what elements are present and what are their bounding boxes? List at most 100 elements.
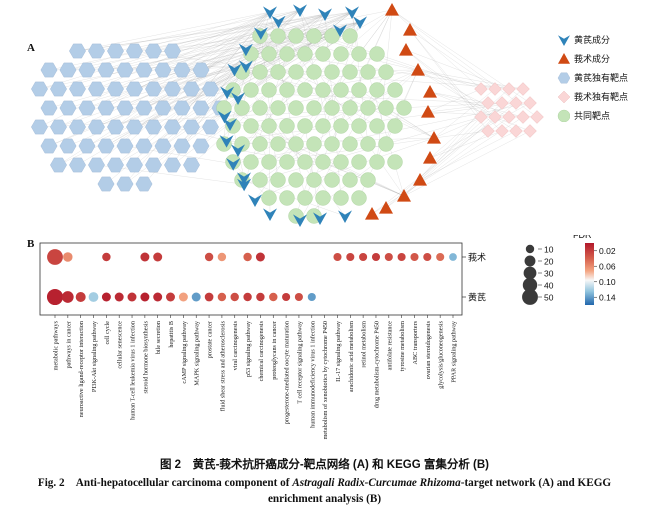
target-node-huangqi (40, 100, 58, 116)
component-node-ezhu (427, 131, 441, 144)
target-node-shared (243, 154, 259, 170)
x-tick-label: glycolysis/gluconeogenesis (438, 320, 445, 388)
network-edge (405, 49, 510, 90)
target-node-shared (306, 172, 322, 188)
target-node-huangqi (97, 62, 115, 78)
component-node-huangqi (238, 43, 253, 57)
data-point (371, 252, 381, 262)
target-node-shared (360, 136, 376, 152)
data-point (153, 292, 163, 302)
target-node-shared (387, 82, 403, 98)
network-edge (172, 126, 227, 141)
legend-label: 共同靶点 (574, 111, 611, 121)
network-edge (429, 102, 531, 159)
target-node-shared (270, 136, 286, 152)
data-point (384, 252, 393, 262)
target-node-shared (360, 172, 376, 188)
data-point (63, 252, 73, 262)
target-node-shared (279, 190, 295, 206)
data-point (61, 291, 74, 303)
network-edge (77, 11, 271, 52)
color-bar (585, 243, 594, 305)
target-node-shared (288, 64, 304, 80)
network-edge (277, 9, 393, 109)
target-node-shared (342, 28, 358, 44)
target-node-shared (306, 100, 322, 116)
target-node-huangqi (183, 157, 200, 173)
target-node-shared (306, 136, 322, 152)
target-node-huangqi (107, 157, 124, 173)
x-tick-label: drug metabolism-cytochrome P450 (374, 321, 381, 408)
target-node-shared (324, 136, 340, 152)
data-point (269, 292, 278, 302)
data-point (166, 292, 175, 302)
target-node-ezhu (502, 82, 516, 96)
network-edge (191, 29, 341, 166)
target-node-shared (396, 100, 412, 116)
target-node-ezhu (488, 110, 502, 124)
target-node-shared (369, 118, 385, 134)
target-node-huangqi (154, 62, 172, 78)
data-point (282, 292, 291, 302)
target-node-shared (261, 190, 277, 206)
target-node-shared (333, 118, 349, 134)
network-edge (277, 143, 405, 197)
legend-item: 莪术独有靶点 (548, 87, 648, 106)
data-point (114, 292, 124, 302)
triangle-down-icon (558, 35, 570, 46)
network-edge (391, 9, 538, 118)
hexagon-icon (557, 72, 570, 84)
target-node-shared (315, 190, 331, 206)
size-legend-label: 30 (544, 269, 554, 279)
x-tick-label: T cell receptor signaling pathway (296, 320, 303, 404)
color-legend-title: FDR (573, 235, 592, 240)
network-edges (39, 9, 538, 221)
target-node-shared (288, 100, 304, 116)
data-point (204, 292, 214, 302)
target-node-huangqi (145, 157, 162, 173)
network-edge (371, 102, 517, 215)
target-node-shared (315, 154, 331, 170)
component-node-ezhu (403, 23, 417, 36)
target-node-huangqi (154, 138, 172, 154)
component-node-ezhu (365, 207, 379, 220)
x-tick-label: ABC transporters (412, 320, 419, 364)
target-node-huangqi (40, 62, 58, 78)
target-node-huangqi (135, 138, 153, 154)
diamond-icon (557, 90, 570, 103)
network-edge (405, 49, 496, 118)
x-tick-label: metabolic pathways (53, 320, 60, 370)
target-node-huangqi (50, 157, 67, 173)
target-node-huangqi (59, 62, 77, 78)
target-node-shared (333, 154, 349, 170)
network-edge (124, 11, 271, 185)
component-node-huangqi (313, 212, 327, 225)
caption-en-italic: Astragali Radix-Curcumae Rhizoma (292, 477, 461, 489)
target-node-huangqi (40, 138, 58, 154)
component-node-huangqi (263, 208, 277, 221)
target-node-shared (315, 118, 331, 134)
component-node-huangqi (338, 210, 352, 223)
legend-item: 黄芪独有靶点 (548, 68, 648, 87)
x-tick-label: viral carcinogenesis (232, 320, 239, 370)
network-edge (358, 69, 419, 127)
data-point (436, 252, 445, 262)
target-node-huangqi (31, 119, 48, 135)
network-edge (227, 35, 333, 93)
network-legend: 黄芪成分莪术成分黄芪独有靶点莪术独有靶点共同靶点 (548, 30, 648, 125)
x-tick-label: prostate cancer (207, 321, 214, 358)
data-point (333, 252, 342, 262)
network-edge (244, 116, 482, 185)
data-point (359, 252, 368, 262)
network-edge (409, 29, 496, 90)
x-tick-label: tyrosine metabolism (399, 321, 406, 372)
data-point (230, 292, 239, 302)
component-node-ezhu (413, 173, 427, 186)
target-node-huangqi (173, 62, 191, 78)
network-edge (405, 49, 503, 132)
network-edge (376, 9, 393, 163)
network-edge (200, 11, 271, 71)
component-node-ezhu (397, 189, 411, 202)
target-node-ezhu (488, 82, 502, 96)
